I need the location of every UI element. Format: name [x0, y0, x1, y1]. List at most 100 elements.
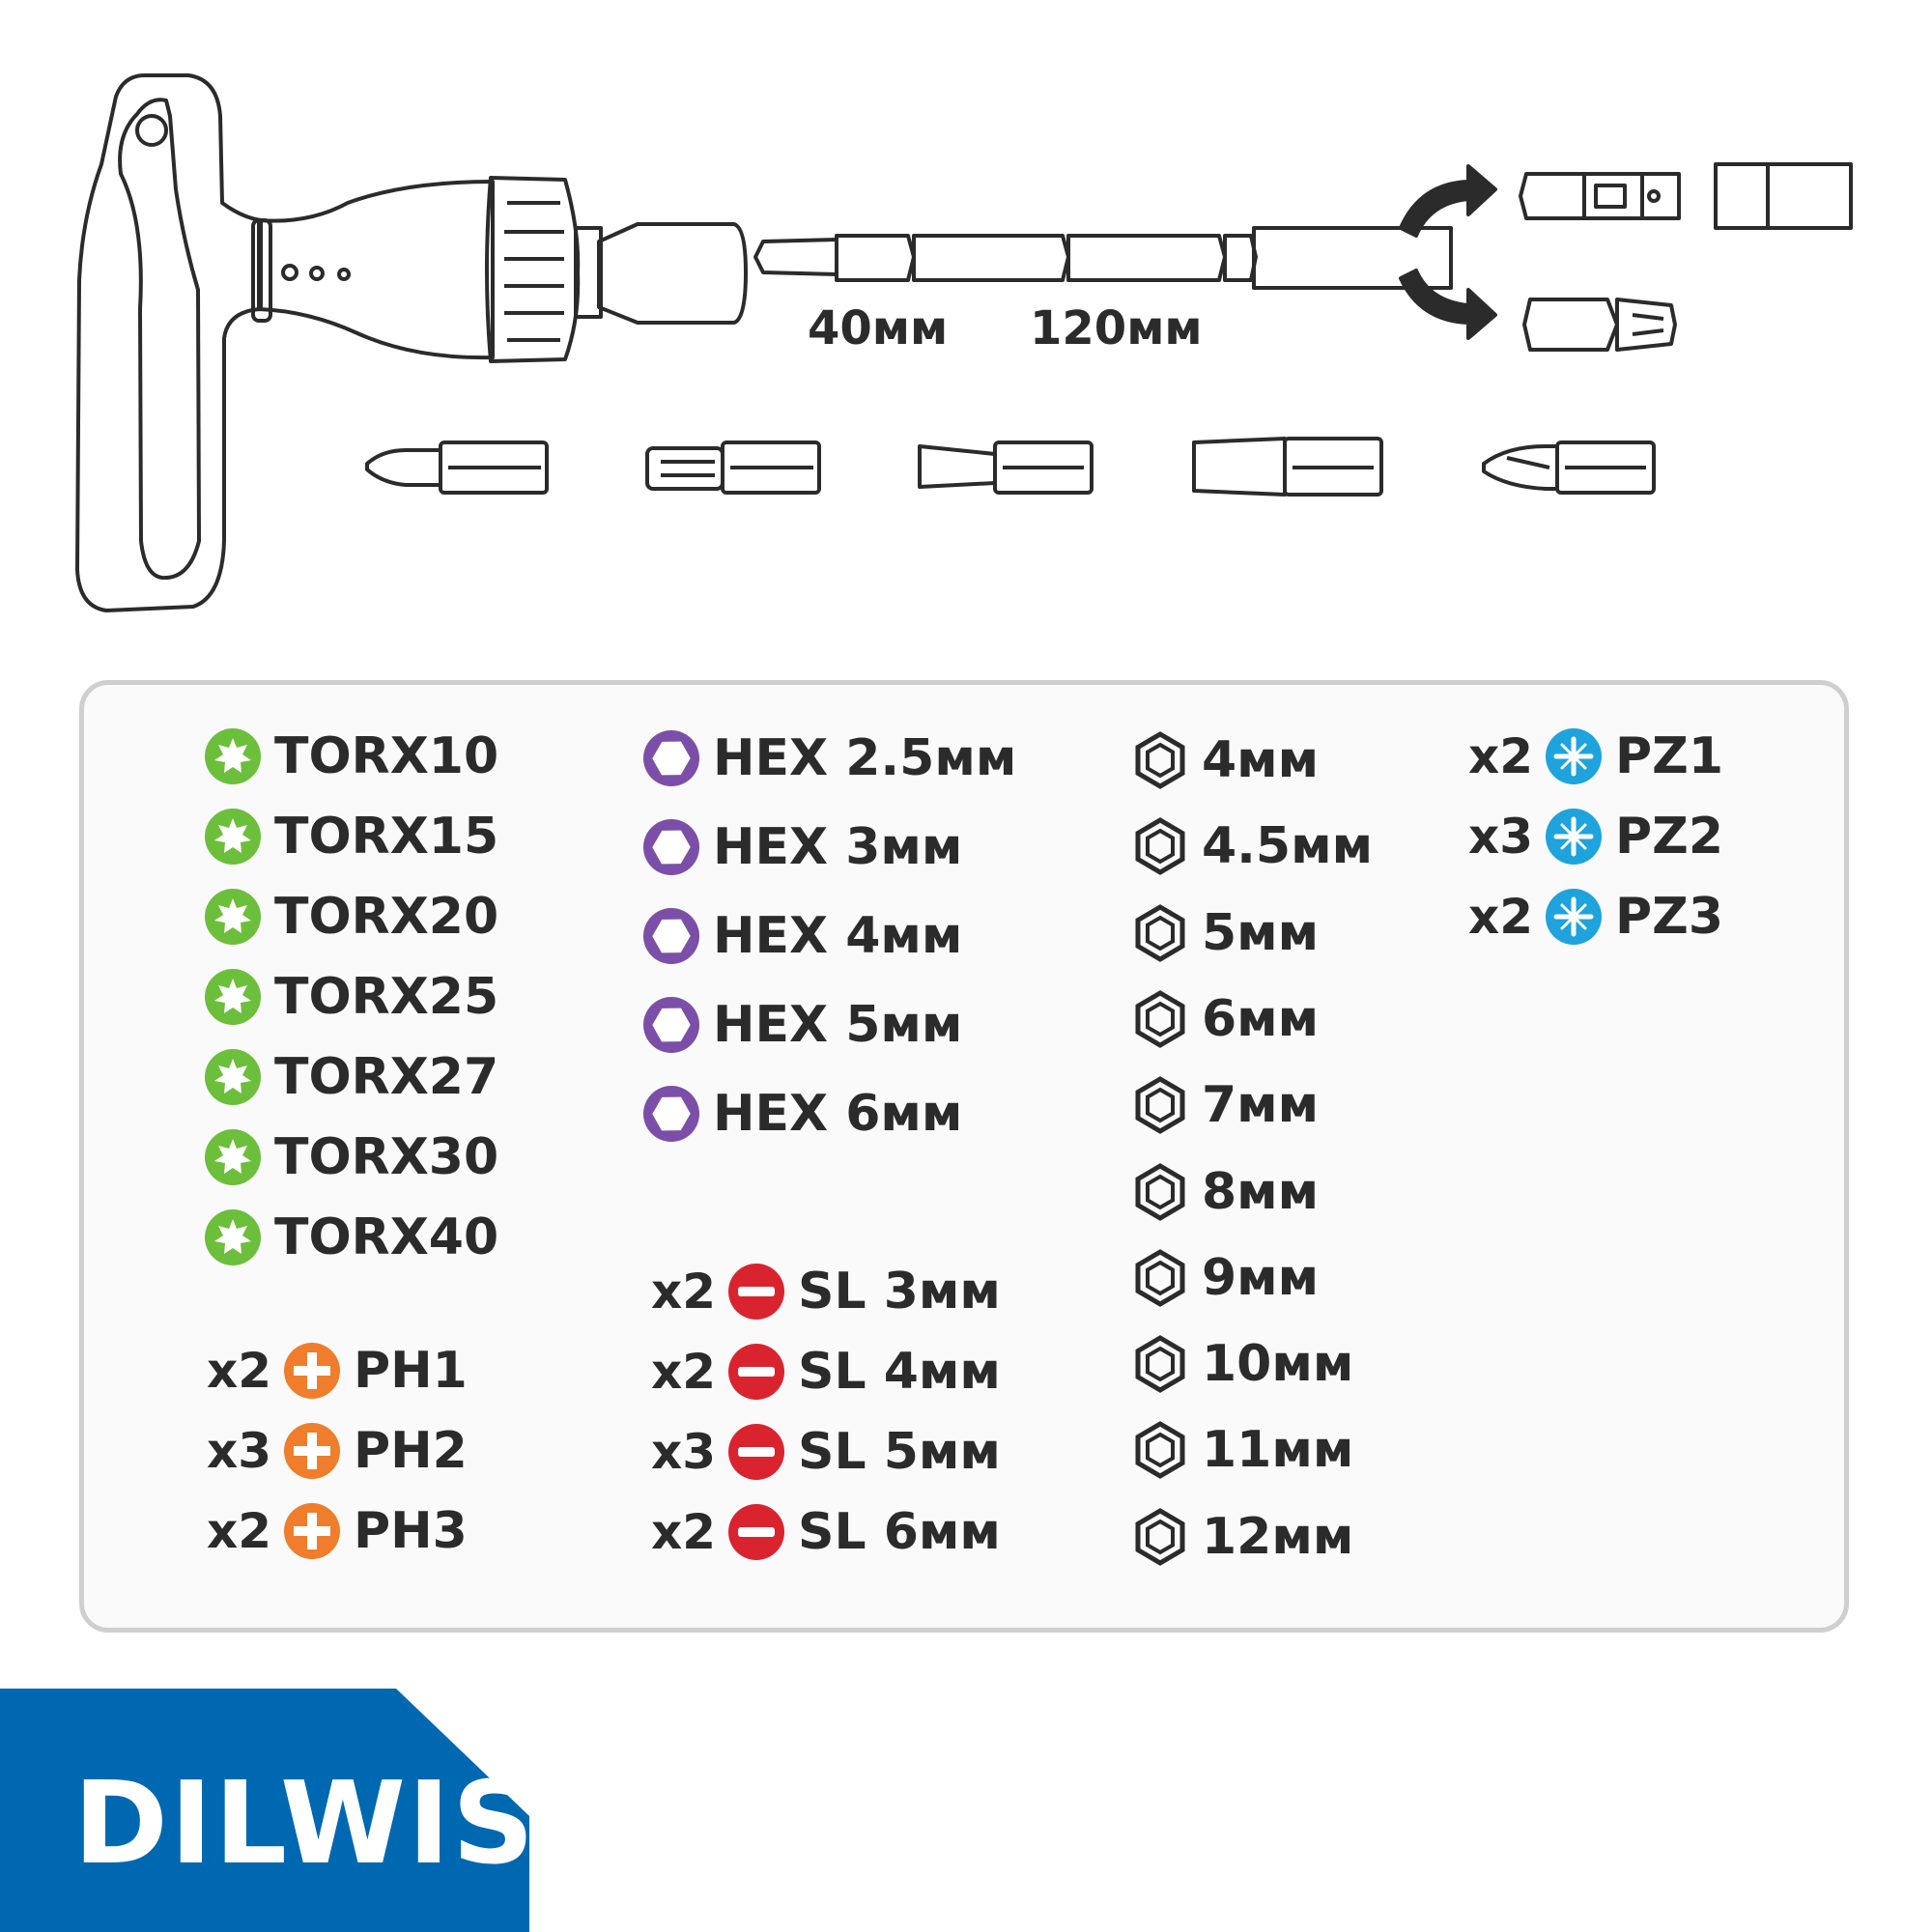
screwdriver-set-illustration	[75, 73, 1853, 612]
bit-label: 4.5мм	[1202, 817, 1374, 876]
bit-item-torx: TORX25	[203, 963, 498, 1031]
bit-label: SL 4мм	[798, 1343, 1001, 1401]
torx-icon	[203, 807, 263, 867]
bit-item-socket: 9мм	[1130, 1244, 1319, 1312]
torx-icon	[203, 1127, 263, 1187]
bit-item-socket: 11мм	[1130, 1416, 1353, 1484]
pozidriv-icon	[1544, 887, 1604, 947]
hex-socket-icon	[1130, 816, 1190, 876]
bit-item-torx: TORX15	[203, 803, 498, 870]
bit-item-slotted: x2 SL 4мм	[651, 1338, 1001, 1406]
torx-icon	[203, 1047, 263, 1107]
socket-head	[1714, 162, 1853, 230]
bit-item-torx: TORX10	[203, 723, 498, 790]
bit-item-torx: TORX30	[203, 1123, 498, 1191]
hex-socket-icon	[1130, 989, 1190, 1049]
handle-grip-inner	[118, 98, 201, 581]
pozidriv-icon	[1544, 807, 1604, 867]
bit-item-phillips: x2 PH3	[207, 1497, 468, 1565]
hanging-hole	[135, 114, 168, 147]
hex-socket-icon	[1130, 1248, 1190, 1308]
phillips-icon	[282, 1341, 342, 1401]
bit-pozi	[1482, 440, 1656, 495]
bit-label: 6мм	[1202, 989, 1320, 1048]
slotted-icon	[726, 1342, 786, 1402]
hex-socket-icon	[1130, 730, 1190, 790]
bit-item-socket: 5мм	[1130, 899, 1319, 967]
bit-label: SL 5мм	[798, 1423, 1001, 1481]
torx-icon	[203, 1208, 263, 1267]
extension-length-long: 120мм	[1030, 301, 1203, 355]
bit-label: TORX27	[274, 1048, 499, 1106]
hex-socket-icon	[1130, 1334, 1190, 1394]
hex-icon	[641, 728, 701, 788]
bit-quantity: x2	[651, 1344, 717, 1400]
extension-socket	[1252, 226, 1453, 290]
socket-adapter	[1519, 172, 1586, 220]
bit-torx	[645, 440, 821, 495]
bit-label: 4мм	[1202, 731, 1320, 789]
bit-label: 11мм	[1202, 1421, 1354, 1480]
bit-label: TORX10	[274, 727, 499, 785]
hex-socket-icon	[1130, 1420, 1190, 1480]
bit-label: 7мм	[1202, 1076, 1320, 1135]
hex-icon	[641, 1084, 701, 1144]
hex-socket-icon	[1130, 1162, 1190, 1222]
bit-quantity: x3	[207, 1423, 272, 1479]
bit-label: 12мм	[1202, 1507, 1354, 1566]
bit-item-socket: 4.5мм	[1130, 812, 1373, 880]
handle-grip	[75, 73, 263, 612]
bit-item-torx: TORX20	[203, 883, 498, 951]
slotted-icon	[726, 1262, 786, 1321]
torx-icon	[203, 726, 263, 786]
hex-socket-icon	[1130, 903, 1190, 963]
extension-bar	[753, 238, 838, 276]
bit-item-hex: HEX 3мм	[641, 813, 962, 881]
bit-quantity: x2	[651, 1264, 717, 1320]
bit-label: 8мм	[1202, 1162, 1320, 1221]
bit-item-slotted: x3 SL 5мм	[651, 1418, 1001, 1486]
bit-quantity: x2	[207, 1503, 272, 1559]
bit-quantity: x2	[1468, 889, 1534, 945]
bit-label: TORX15	[274, 808, 499, 866]
handle-neck	[257, 180, 495, 360]
bit-label: PH2	[354, 1422, 468, 1480]
bit-quantity: x2	[651, 1504, 717, 1560]
hex-icon	[641, 995, 701, 1055]
extension-length-short: 40мм	[808, 301, 949, 355]
pozi-bit	[1522, 298, 1619, 352]
bit-label: 9мм	[1202, 1248, 1320, 1307]
bit-label: 5мм	[1202, 903, 1320, 962]
torx-icon	[203, 967, 263, 1027]
bit-item-socket: 10мм	[1130, 1330, 1353, 1398]
bit-quantity: x3	[651, 1424, 717, 1480]
bit-item-socket: 6мм	[1130, 985, 1319, 1053]
bit-item-socket: 12мм	[1130, 1503, 1353, 1571]
bit-label: HEX 2.5мм	[713, 729, 1017, 787]
bit-label: SL 3мм	[798, 1263, 1001, 1321]
brand-logo: DILWIS	[73, 1756, 536, 1889]
bit-label: HEX 3мм	[713, 818, 963, 876]
bit-label: PZ1	[1615, 727, 1723, 785]
bit-label: PH3	[354, 1502, 468, 1560]
bit-hex	[1192, 437, 1383, 497]
bit-item-slotted: x2 SL 3мм	[651, 1258, 1001, 1325]
bit-label: HEX 6мм	[713, 1085, 963, 1143]
phillips-icon	[282, 1501, 342, 1561]
bit-phillips	[365, 440, 549, 495]
bit-item-hex: HEX 5мм	[641, 991, 962, 1059]
bit-label: PZ2	[1615, 808, 1723, 866]
ratchet-ring	[485, 176, 581, 363]
bit-item-torx: TORX40	[203, 1204, 498, 1271]
bit-item-hex: HEX 4мм	[641, 902, 962, 970]
torx-icon	[203, 887, 263, 947]
bit-quantity: x3	[1468, 809, 1534, 865]
brand-banner-shape	[0, 1689, 529, 1932]
bit-label: HEX 4мм	[713, 907, 963, 965]
hex-icon	[641, 906, 701, 966]
arrow-up-icon	[1399, 164, 1497, 238]
